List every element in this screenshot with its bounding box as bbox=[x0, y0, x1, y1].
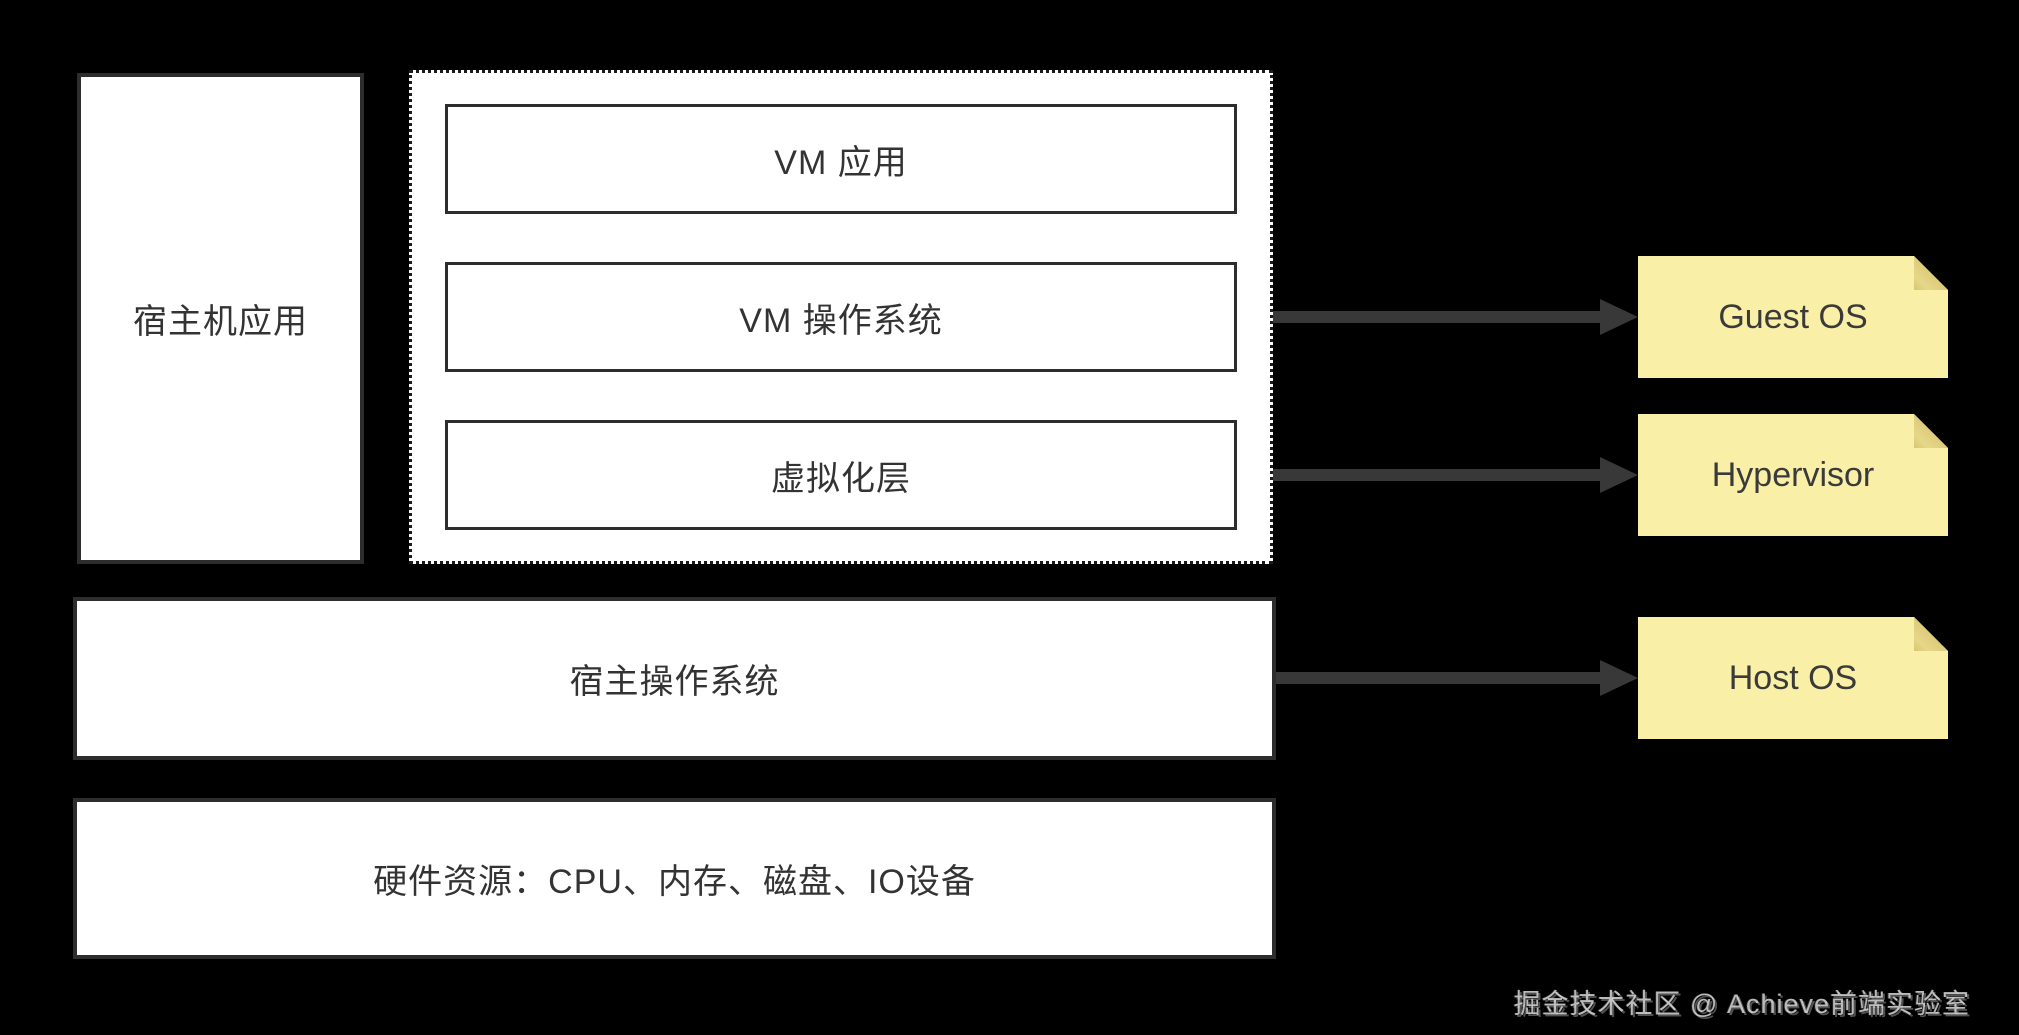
watermark-text: 掘金技术社区 @ Achieve前端实验室 bbox=[1513, 989, 1970, 1019]
vm-os-label: VM 操作系统 bbox=[739, 301, 943, 340]
virtualization-layer-label: 虚拟化层 bbox=[771, 459, 911, 498]
host-app-box: 宿主机应用 bbox=[77, 73, 364, 564]
vm-stack-container: VM 应用 VM 操作系统 虚拟化层 bbox=[409, 70, 1273, 564]
vm-os-box: VM 操作系统 bbox=[445, 262, 1237, 372]
guest-os-label: Guest OS bbox=[1718, 297, 1868, 336]
virtualization-layer-box: 虚拟化层 bbox=[445, 420, 1237, 530]
vm-app-label: VM 应用 bbox=[774, 143, 908, 182]
arrow-guest-os bbox=[1237, 299, 1638, 335]
host-os-box: 宿主操作系统 bbox=[73, 597, 1276, 760]
sticky-note-guest-os: Guest OS bbox=[1638, 256, 1948, 378]
host-os-note-label: Host OS bbox=[1728, 658, 1858, 697]
sticky-note-hypervisor: Hypervisor bbox=[1638, 414, 1948, 536]
host-app-label: 宿主机应用 bbox=[133, 303, 308, 341]
vm-app-box: VM 应用 bbox=[445, 104, 1237, 214]
hypervisor-label: Hypervisor bbox=[1711, 455, 1875, 494]
host-os-label: 宿主操作系统 bbox=[569, 663, 780, 701]
hardware-label: 硬件资源：CPU、内存、磁盘、IO设备 bbox=[373, 863, 976, 901]
hardware-box: 硬件资源：CPU、内存、磁盘、IO设备 bbox=[73, 798, 1276, 959]
arrow-hypervisor bbox=[1237, 457, 1638, 493]
sticky-note-host-os: Host OS bbox=[1638, 617, 1948, 739]
arrow-host-os bbox=[1276, 660, 1638, 696]
